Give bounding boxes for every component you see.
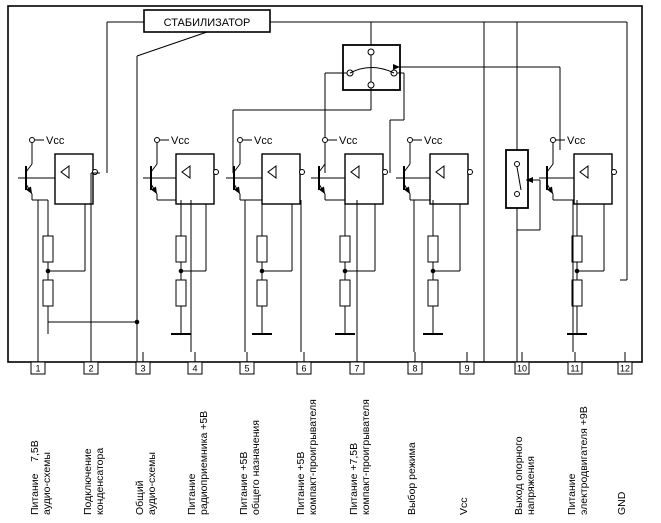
pin-number: 6 (301, 364, 306, 374)
regulator-channel: Vcc (18, 135, 98, 334)
vcc-label: Vcc (171, 135, 190, 147)
stabilizer-block: СТАБИЛИЗАТОР (143, 9, 271, 33)
resistor (427, 279, 439, 307)
pin-label-4: Питание радиоприемника +5В (186, 410, 210, 515)
pin-label-12: GND (616, 491, 628, 515)
pin-label-8: Выбор режима (406, 442, 418, 515)
supply-node (407, 137, 413, 143)
error-amplifier (175, 153, 215, 205)
pin-10: 10 (514, 352, 530, 375)
pin-label-6: Питание +5В компакт-проигрывателя (295, 399, 319, 515)
pin-1: 1 (30, 352, 46, 375)
pin-label-10: Выход опорного напряжения (513, 436, 537, 515)
stabilizer-label: СТАБИЛИЗАТОР (164, 17, 251, 29)
resistor (339, 279, 351, 307)
resistor (339, 235, 351, 263)
pin-label-11: Питание электродвигателя +9В (566, 406, 590, 515)
pin-number: 10 (517, 364, 527, 374)
pin-number: 11 (570, 364, 579, 374)
reference-switch (505, 149, 541, 231)
resistor (175, 279, 187, 307)
error-amplifier (429, 153, 469, 205)
regulator-channel: Vcc (311, 135, 388, 335)
pin-12: 12 (617, 352, 633, 375)
pin-11: 11 (567, 352, 583, 375)
supply-node (237, 137, 243, 143)
vcc-label: Vcc (339, 135, 358, 147)
regulator-channel: Vcc (396, 135, 473, 335)
pin-number: 7 (354, 364, 359, 374)
pin-4: 4 (187, 352, 203, 375)
error-amplifier (344, 153, 384, 205)
pin-number: 4 (192, 364, 197, 374)
resistor (256, 235, 268, 263)
pin-number: 5 (244, 364, 249, 374)
pin-label-3: Общий аудио-схемы (134, 452, 158, 515)
pin-number: 1 (35, 364, 40, 374)
vcc-label: Vcc (567, 135, 586, 147)
mode-switch (232, 44, 561, 173)
pin-label-5: Питание +5В общего назначения (238, 420, 262, 515)
error-amplifier (573, 153, 613, 205)
pin-label-1: Питание 7,5В аудио-схемы (29, 440, 53, 515)
pin-number: 12 (620, 364, 630, 374)
resistor (175, 235, 187, 263)
pin-label-2: Подключение конденсатора (82, 447, 106, 515)
pin-7: 7 (349, 352, 365, 375)
pin-label-7: Питание +7,5В компакт-проигрывателя (348, 399, 372, 515)
pin-6: 6 (296, 352, 312, 375)
regulator-channel: Vcc (539, 135, 617, 335)
vcc-label: Vcc (46, 135, 65, 147)
pin-number: 3 (140, 364, 145, 374)
pin-8: 8 (407, 352, 423, 375)
resistor (42, 235, 54, 263)
supply-node (322, 137, 328, 143)
pin-5: 5 (239, 352, 255, 375)
vcc-label: Vcc (424, 135, 443, 147)
regulator-channel: Vcc (143, 135, 219, 335)
pin-3: 3 (135, 352, 151, 375)
pin-number: 8 (412, 364, 417, 374)
resistor (427, 235, 439, 263)
pin-2: 2 (83, 352, 99, 375)
error-amplifier (261, 153, 301, 205)
supply-node (29, 137, 35, 143)
pin-wires (37, 172, 574, 352)
chip-outline (7, 5, 643, 363)
supply-node (154, 137, 160, 143)
resistor (256, 279, 268, 307)
regulator-channels: Vcc Vcc Vcc Vcc Vcc Vcc (18, 135, 617, 335)
vcc-label: Vcc (254, 135, 273, 147)
error-amplifier (54, 153, 94, 205)
regulator-channel: Vcc (226, 135, 305, 335)
pin-number: 2 (88, 364, 93, 374)
pin-number: 9 (464, 364, 469, 374)
pin-label-9: Vcc (458, 497, 470, 515)
pin-9: 9 (459, 352, 475, 375)
resistor (42, 279, 54, 307)
supply-node (550, 137, 556, 143)
